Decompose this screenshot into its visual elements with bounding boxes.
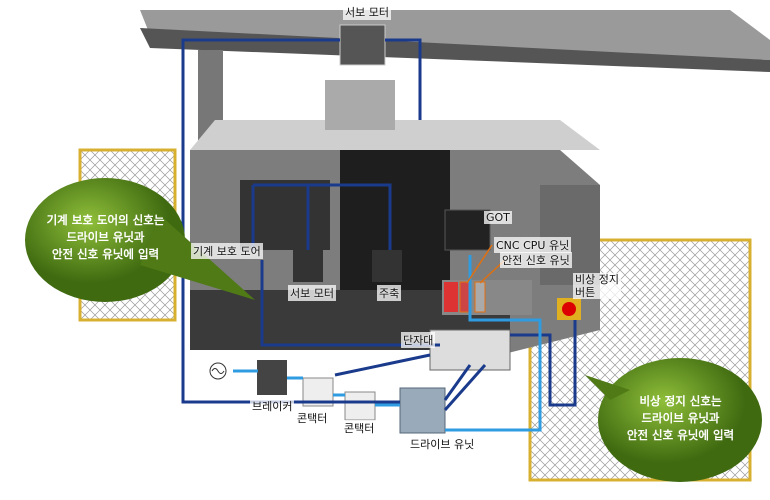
label-breaker: 브레이커	[250, 398, 295, 414]
label-guard-door: 기계 보호 도어	[191, 243, 263, 259]
callout-estop-bubble	[598, 358, 762, 482]
callout-estop-line: 비상 정지 신호는	[639, 394, 722, 408]
callout-door-line: 기계 보호 도어의 신호는	[46, 213, 165, 227]
label-contactor-1: 콘택터	[295, 410, 330, 426]
servo-motor-shape	[293, 250, 323, 282]
got-screen	[444, 209, 491, 251]
label-spindle: 주축	[377, 285, 402, 301]
callout-door-bubble	[25, 178, 185, 302]
terminal-block	[429, 329, 511, 371]
callout-estop-line: 드라이브 유닛과	[641, 411, 720, 425]
gantry-beam	[140, 10, 770, 60]
label-got: GOT	[484, 211, 512, 224]
label-contactor-2: 콘택터	[342, 420, 377, 436]
contactor-shape-2	[344, 391, 376, 421]
callout-door-line: 드라이브 유닛과	[66, 230, 145, 244]
label-servo-motor: 서보 모터	[288, 285, 336, 301]
label-terminal-block: 단자대	[401, 332, 436, 348]
spindle-motor-shape	[372, 250, 402, 282]
callout-door: 기계 보호 도어의 신호는 드라이브 유닛과 안전 신호 유닛에 입력	[28, 212, 183, 263]
callout-estop-line: 안전 신호 유닛에 입력	[626, 428, 735, 442]
label-estop-line1: 비상 정지	[575, 273, 619, 286]
label-cnc-cpu: CNC CPU 유닛	[494, 237, 572, 253]
drive-unit-shape	[399, 387, 446, 434]
breaker-shape	[257, 360, 287, 395]
label-estop-line2: 버튼	[575, 286, 596, 299]
label-estop: 비상 정지 버튼	[573, 273, 621, 299]
callout-door-line: 안전 신호 유닛에 입력	[51, 247, 160, 261]
servo-motor-top-shape	[339, 24, 386, 66]
estop-button-shape	[562, 302, 576, 316]
label-drive-unit: 드라이브 유닛	[408, 436, 477, 452]
label-servo-motor-top: 서보 모터	[343, 4, 391, 20]
wiring-light	[233, 255, 542, 432]
label-safety-unit: 안전 신호 유닛	[500, 252, 572, 268]
callout-estop: 비상 정지 신호는 드라이브 유닛과 안전 신호 유닛에 입력	[603, 393, 758, 444]
